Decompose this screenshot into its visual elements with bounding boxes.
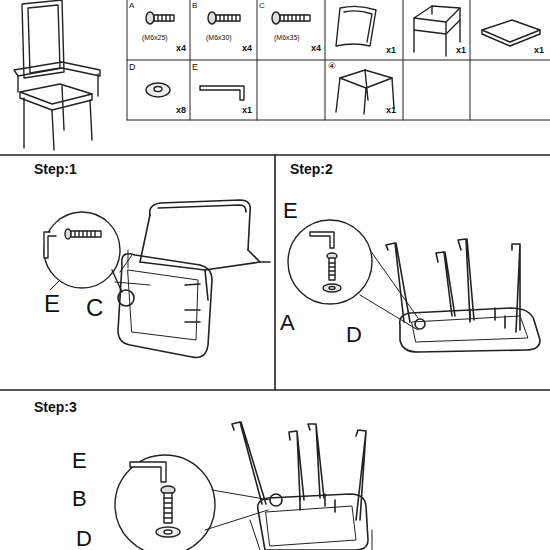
part-letter: A <box>129 2 134 10</box>
part-letter: C <box>259 2 265 10</box>
callout-letter: E <box>44 292 60 316</box>
quantity: x4 <box>242 44 252 53</box>
step2-magnifier <box>288 220 418 330</box>
quantity: x1 <box>534 46 544 55</box>
callout-letter: A <box>280 312 295 334</box>
quantity: x1 <box>386 46 396 55</box>
part-letter: D <box>129 63 136 72</box>
backrest-part <box>336 6 376 46</box>
callout-letter: D <box>346 324 362 346</box>
step2-chair <box>386 239 540 352</box>
callout-letter: B <box>72 488 87 510</box>
screw-size: (M6x35) <box>274 34 300 41</box>
step-title: Step:3 <box>34 400 77 414</box>
seat-part <box>482 20 540 46</box>
callout-letter: D <box>76 528 92 550</box>
callout-letter: E <box>72 450 87 472</box>
step-title: Step:1 <box>34 162 77 176</box>
quantity: x1 <box>242 106 252 115</box>
step3-magnifier <box>115 455 270 550</box>
part-letter: E <box>192 63 198 72</box>
frame-part <box>414 6 460 56</box>
step-title: Step:2 <box>290 162 333 176</box>
step1-magnifier <box>44 212 150 292</box>
leg-frame-part <box>336 70 394 114</box>
part-number: ④ <box>328 62 336 71</box>
chair-thumbnail <box>14 0 100 150</box>
step1-frame <box>118 200 270 358</box>
quantity: x1 <box>456 46 466 55</box>
step3-chair <box>232 422 372 550</box>
screw-icons <box>146 12 310 24</box>
callout-letter: C <box>86 296 103 320</box>
quantity: x8 <box>176 106 186 115</box>
callout-letter: E <box>283 200 298 222</box>
quantity: x4 <box>176 44 186 53</box>
parts-table-grid <box>127 0 550 120</box>
part-letter: B <box>192 2 197 10</box>
screw-size: (M6x25) <box>142 34 168 41</box>
quantity: x4 <box>311 44 321 53</box>
quantity: x1 <box>386 106 396 115</box>
section-borders <box>0 155 550 390</box>
screw-size: (M6x30) <box>206 34 232 41</box>
washer-and-key-icons <box>146 83 244 100</box>
